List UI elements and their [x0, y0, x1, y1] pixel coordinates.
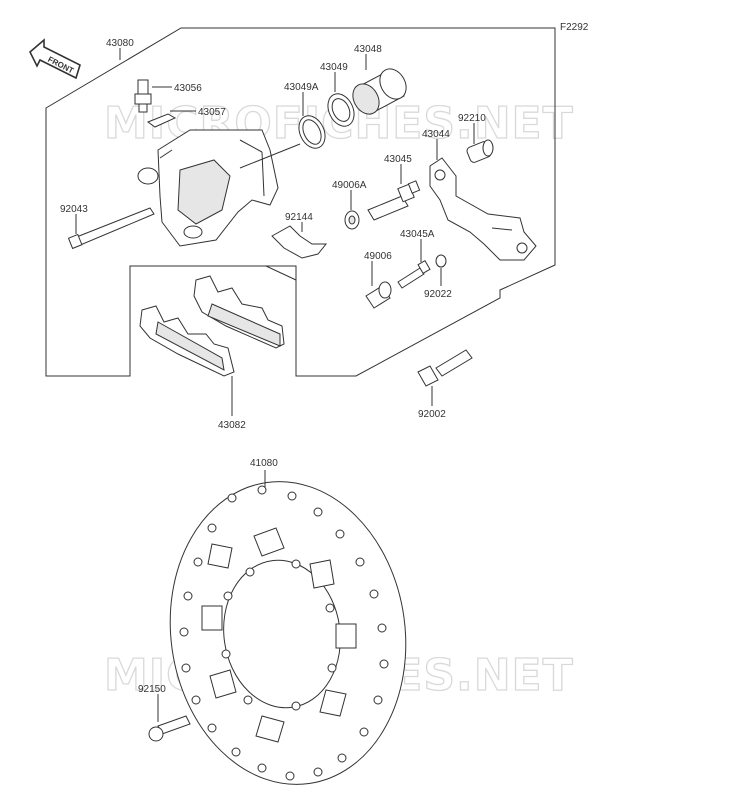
callout-92150: 92150 [138, 684, 166, 695]
piston-seal-part [298, 115, 326, 149]
disc-screw-part [148, 715, 191, 742]
callout-43080: 43080 [106, 38, 134, 49]
piston-part [352, 68, 407, 115]
front-arrow-icon: FRONT [29, 38, 81, 80]
pin-boot-upper-part [344, 210, 360, 230]
slide-pin-part [367, 180, 421, 221]
callout-41080: 41080 [250, 458, 278, 469]
leader-lines [75, 48, 475, 722]
callout-92022: 92022 [424, 289, 452, 300]
callout-43082: 43082 [218, 420, 246, 431]
pad-spring-part [271, 225, 328, 259]
callout-43056: 43056 [174, 83, 202, 94]
callout-43045: 43045 [384, 154, 412, 165]
o-ring-part [435, 254, 447, 268]
brake-disc-part [169, 481, 407, 785]
bleeder-cap-part [146, 113, 177, 128]
caliper-body-part [137, 129, 279, 247]
caliper-pin-part [67, 207, 155, 250]
callout-43044: 43044 [422, 129, 450, 140]
callout-49006: 49006 [364, 251, 392, 262]
callout-49006A: 49006A [332, 180, 367, 191]
mounting-bolt-part [417, 349, 473, 387]
bushing-part [466, 139, 494, 163]
callout-43057: 43057 [198, 107, 226, 118]
callout-92043: 92043 [60, 204, 88, 215]
pin-boot-lower-part [365, 281, 392, 309]
brake-pad-right-part [193, 275, 285, 349]
callout-43049A: 43049A [284, 82, 319, 93]
callout-92002: 92002 [418, 409, 446, 420]
callout-92210: 92210 [458, 113, 486, 124]
dust-seal-part [327, 93, 355, 127]
caliper-bracket-part [429, 157, 537, 261]
callout-43048: 43048 [354, 44, 382, 55]
bleeder-valve-part [134, 79, 152, 113]
slide-pin-lower-part [397, 259, 431, 289]
callout-92144: 92144 [285, 212, 313, 223]
callout-43049: 43049 [320, 62, 348, 73]
callout-43045A: 43045A [400, 229, 435, 240]
pad-set-frame [129, 265, 297, 376]
figure-code: F2292 [560, 22, 589, 33]
caliper-assembly-frame [45, 27, 556, 377]
brake-pad-left-part [139, 305, 235, 377]
